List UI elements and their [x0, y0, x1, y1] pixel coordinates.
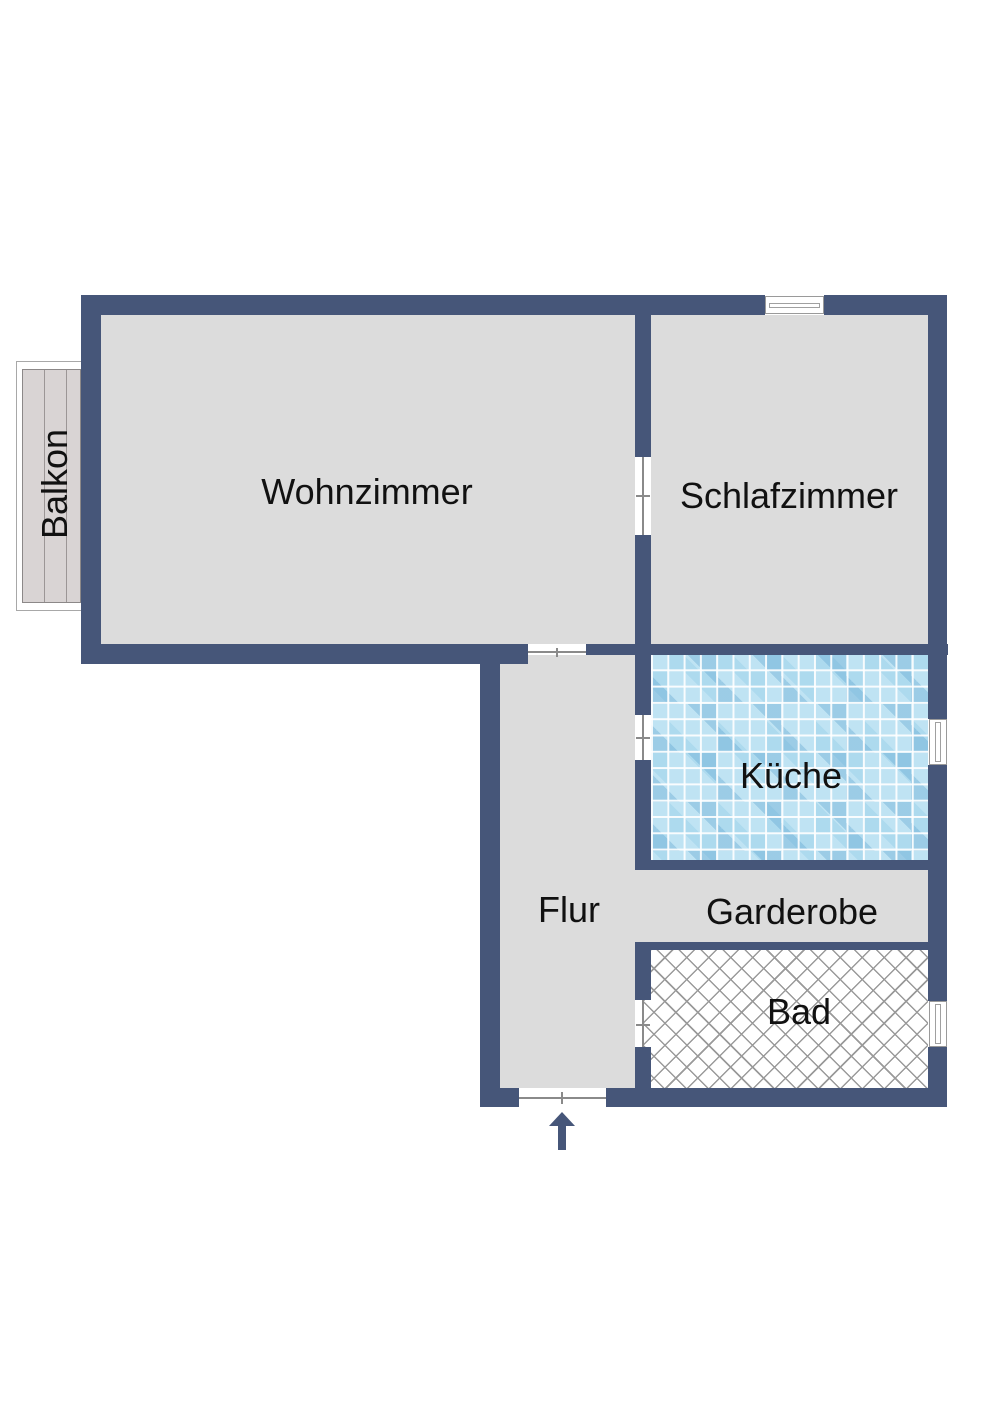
wall-left	[81, 295, 101, 664]
wall-right-mid	[928, 765, 947, 1001]
schlafzimmer-floor	[651, 315, 928, 644]
wohnzimmer-floor	[101, 315, 635, 644]
wall-partition-mid	[635, 535, 651, 715]
flur-label: Flur	[538, 889, 600, 930]
wall-bad-left-upper	[635, 942, 651, 1000]
bad-label: Bad	[766, 991, 832, 1032]
wall-bad-top	[635, 942, 928, 950]
flur-floor	[500, 655, 635, 1088]
kueche-label: Küche	[739, 755, 843, 796]
wall-flur-left	[480, 655, 500, 1107]
wall-bottom-left	[480, 1088, 519, 1107]
door-flur-bad[interactable]	[636, 1000, 650, 1047]
balcony	[22, 369, 81, 603]
garderobe-floor	[635, 870, 928, 942]
wall-top-right	[824, 295, 947, 315]
wall-right-upper	[928, 295, 947, 719]
balcony-label: Balkon	[34, 428, 75, 540]
door-flur-kueche[interactable]	[636, 715, 650, 760]
wall-wohnzimmer-bottom-right	[586, 644, 948, 655]
door-wohnzimmer-schlafzimmer[interactable]	[636, 457, 650, 535]
schlafzimmer-label: Schlafzimmer	[679, 475, 899, 516]
kueche-floor	[651, 655, 928, 860]
wall-bottom-right	[606, 1088, 947, 1107]
bad-floor	[643, 950, 928, 1088]
door-wohnzimmer-flur[interactable]	[528, 648, 586, 658]
window-kueche	[929, 719, 947, 765]
wall-partition-upper	[635, 315, 651, 457]
wall-top	[81, 295, 765, 315]
wohnzimmer-label: Wohnzimmer	[261, 471, 473, 512]
wall-bad-left-lower	[635, 1047, 651, 1107]
window-bad	[929, 1001, 947, 1047]
wall-wohnzimmer-bottom-left	[81, 644, 528, 664]
door-entrance[interactable]	[519, 1092, 606, 1104]
garderobe-label: Garderobe	[705, 891, 879, 932]
wall-kueche-left-lower	[635, 760, 651, 870]
wall-kueche-bottom	[635, 860, 928, 870]
window-schlafzimmer	[765, 296, 824, 314]
arrow-up-icon	[549, 1112, 575, 1150]
